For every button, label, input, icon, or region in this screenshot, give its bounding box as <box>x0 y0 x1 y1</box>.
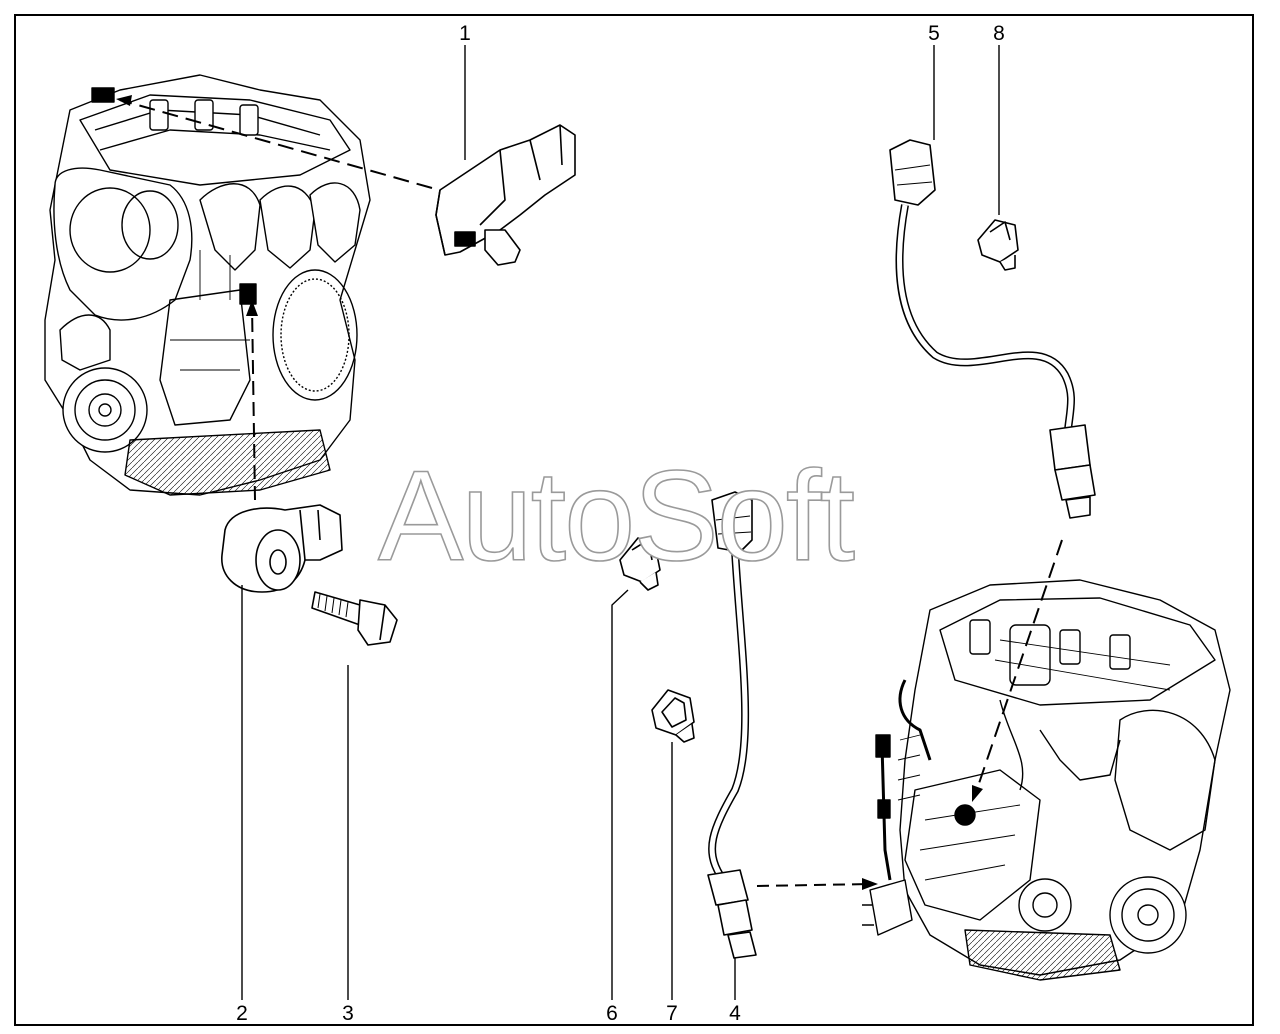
callout-leader-lines <box>241 45 1000 1000</box>
oxygen-sensor-downstream-part-4 <box>707 491 757 959</box>
callout-6: 6 <box>606 1002 618 1025</box>
callout-2: 2 <box>236 1002 248 1025</box>
bolt-part-3 <box>311 591 398 646</box>
clip-part-8 <box>977 219 1019 271</box>
callout-1: 1 <box>459 22 471 45</box>
callout-3: 3 <box>342 1002 354 1025</box>
map-sensor-part-1 <box>435 124 576 266</box>
callout-7: 7 <box>666 1002 678 1025</box>
watermark: AutoSoft <box>377 445 856 588</box>
assembly-guide-lines <box>116 95 1063 890</box>
clip-part-7 <box>651 689 695 743</box>
callout-8: 8 <box>993 22 1005 45</box>
callout-5: 5 <box>928 22 940 45</box>
oxygen-sensor-upstream-part-5 <box>889 139 1096 519</box>
knock-sensor-part-2 <box>221 504 343 593</box>
clip-part-6 <box>619 537 661 591</box>
callout-4: 4 <box>729 1002 741 1025</box>
engine-assembly-front <box>44 74 371 496</box>
engine-assembly-rear <box>862 579 1231 981</box>
